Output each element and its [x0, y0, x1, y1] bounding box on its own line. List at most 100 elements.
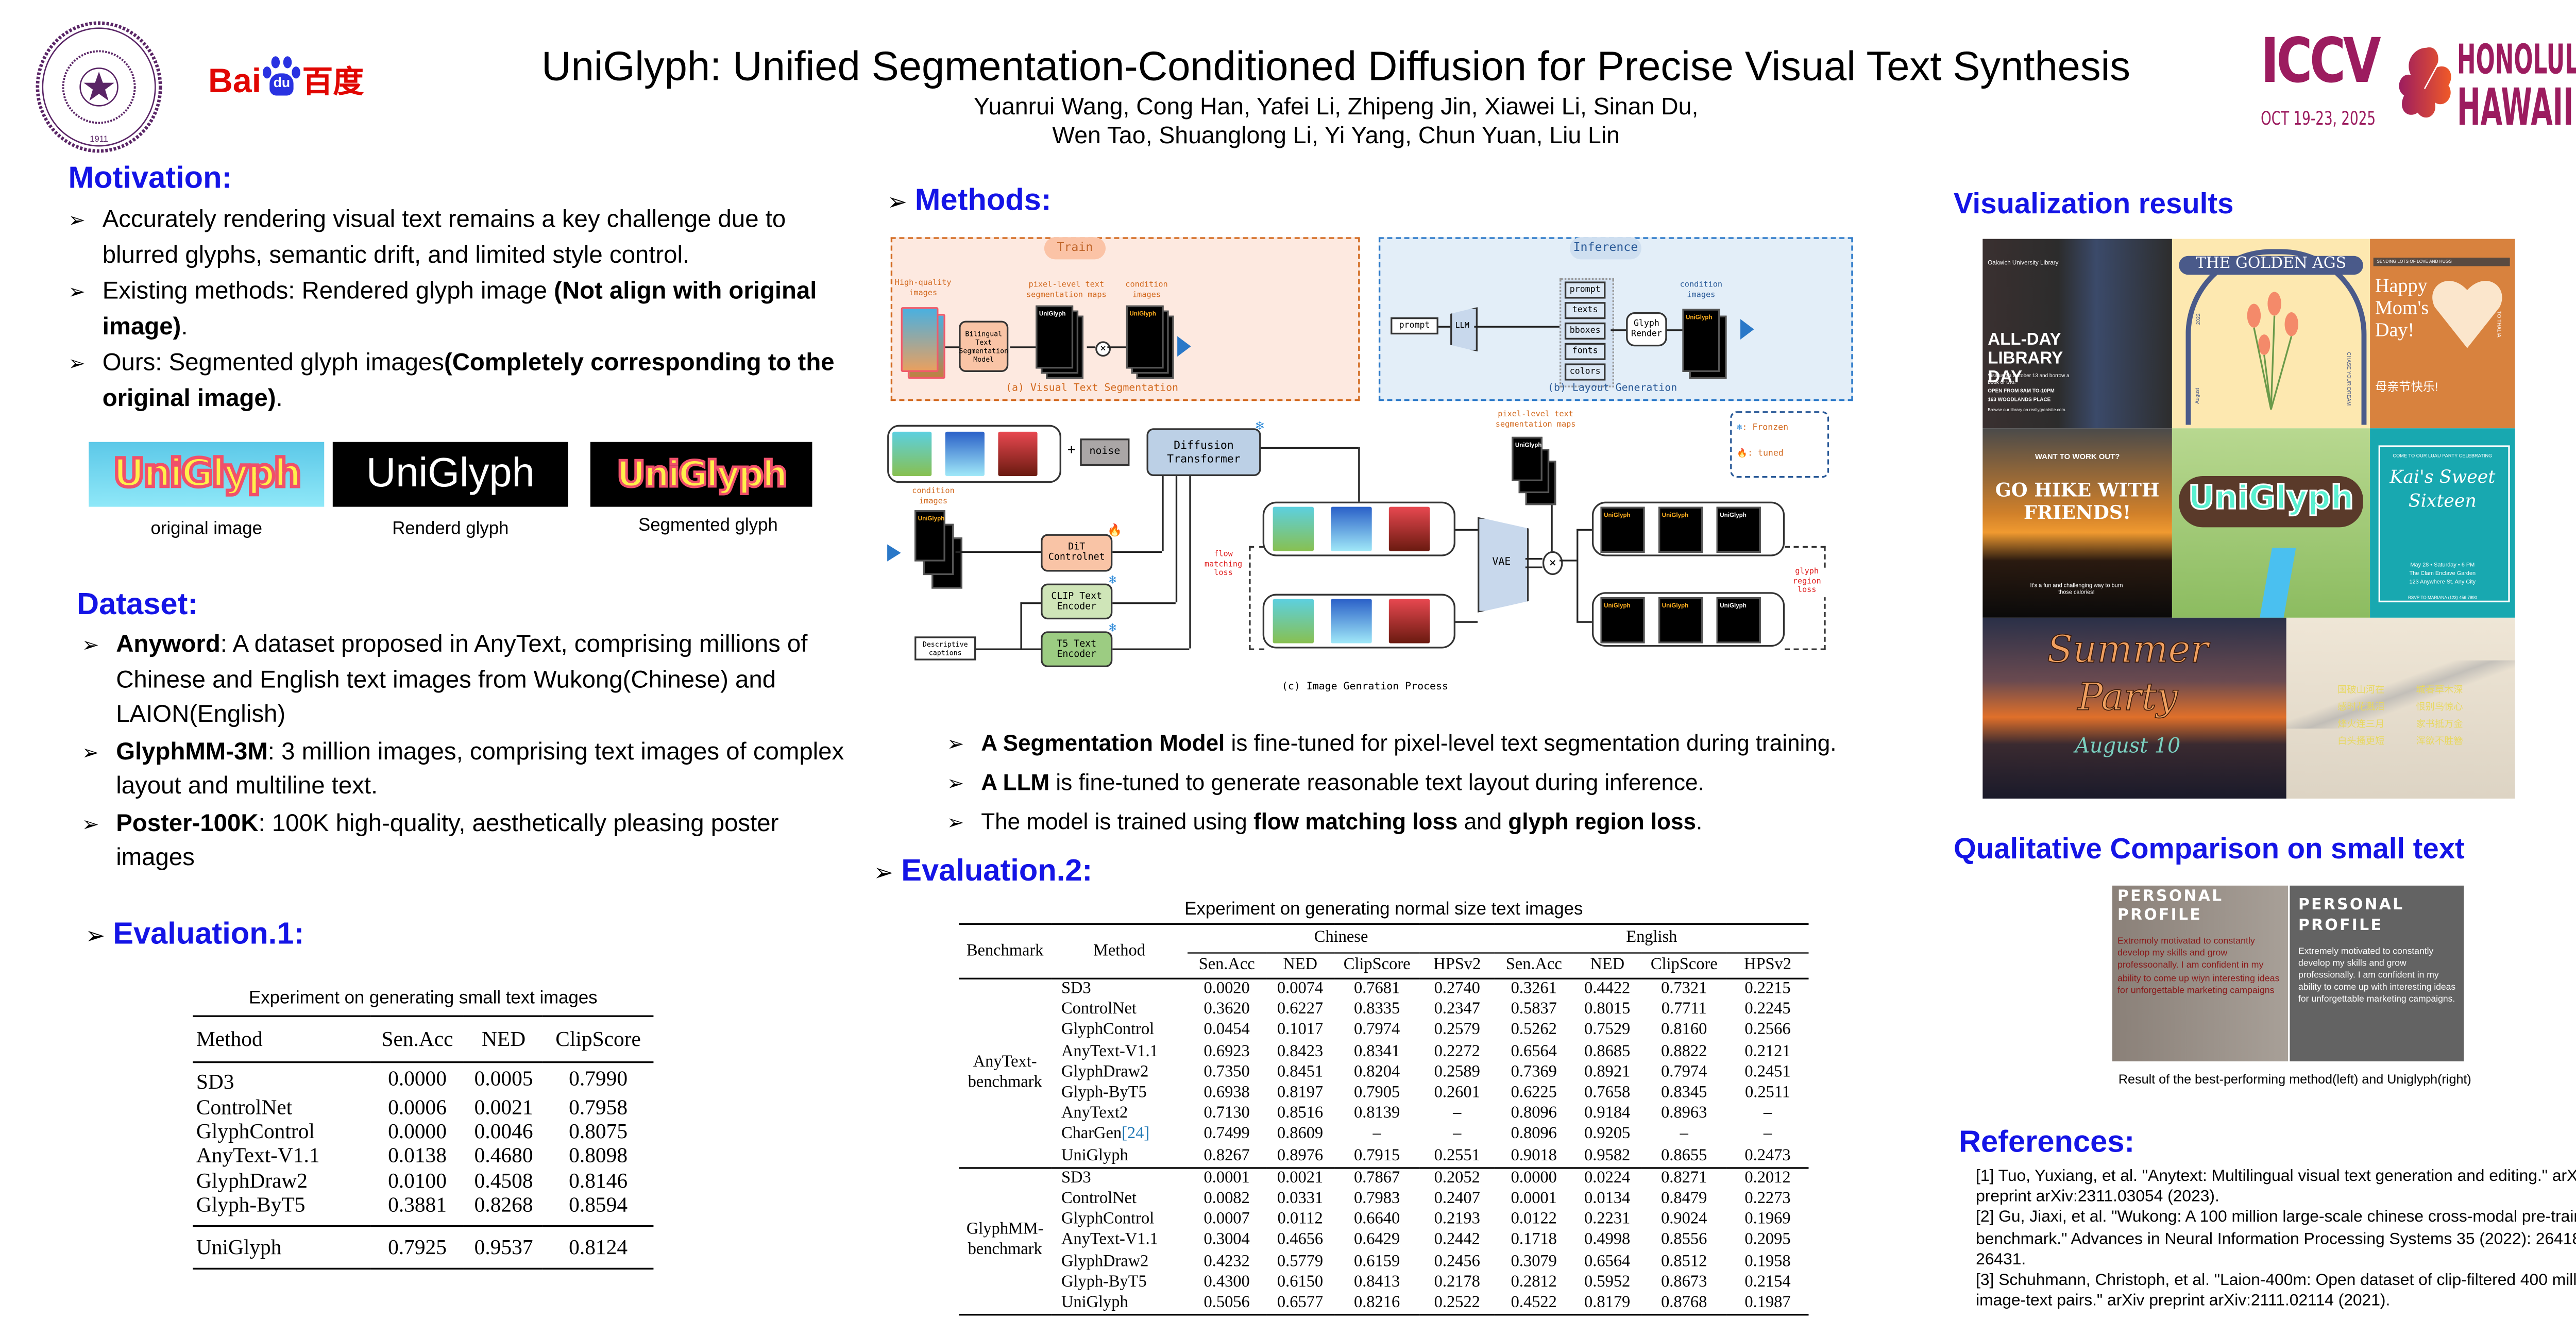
value-cell: – [1680, 1125, 1688, 1144]
value-cell: 0.0000 [388, 1119, 447, 1143]
value-cell: – [1372, 1125, 1381, 1144]
column-header-method: Method [1093, 941, 1145, 960]
value-cell: 0.0122 [1511, 1210, 1557, 1229]
value-cell: 0.0005 [474, 1067, 533, 1091]
bullet-text: GlyphMM-3M [116, 738, 268, 766]
value-cell: 0.0020 [1204, 979, 1250, 999]
benchmark-cell: AnyText-benchmark [968, 1052, 1042, 1092]
value-cell: 0.8685 [1584, 1042, 1631, 1061]
value-cell: 0.2473 [1744, 1146, 1791, 1165]
layout-item-box: colors [1564, 363, 1606, 381]
bullet-text: . [1696, 808, 1703, 835]
value-cell: 0.7867 [1353, 1168, 1400, 1188]
value-cell: 0.6429 [1353, 1230, 1400, 1250]
value-cell: 0.8556 [1661, 1230, 1707, 1250]
value-cell: 0.7499 [1204, 1125, 1250, 1144]
value-cell: 0.4422 [1584, 979, 1631, 999]
bullet-text: and [1458, 808, 1509, 835]
metric-header: NED [1283, 955, 1317, 975]
method-name: SD3 [1061, 979, 1091, 999]
evaluation2-heading: ➢ Evaluation.2: [873, 853, 1093, 888]
method-cell: AnyText-V1.1 [1051, 1042, 1188, 1062]
metric-header: Sen.Acc [1198, 955, 1255, 975]
method-name: GlyphControl [1061, 1021, 1155, 1040]
value-cell: 0.1958 [1744, 1252, 1791, 1271]
value-cell: 0.2407 [1434, 1189, 1480, 1208]
tile-sweet-sixteen: COME TO OUR LUAU PARTY CELEBRATING Kai's… [2370, 428, 2515, 618]
value-cell: 0.7681 [1353, 979, 1400, 999]
value-cell: 0.0224 [1584, 1168, 1631, 1188]
method-cell: SD3 [1051, 1168, 1188, 1189]
arrow-bullet-icon: ➢ [947, 771, 964, 796]
method-cell: AnyText-V1.1 [196, 1144, 320, 1168]
method-cell: SD3 [196, 1070, 234, 1094]
value-cell: 0.3881 [388, 1193, 447, 1217]
arrow-bullet-icon: ➢ [81, 811, 99, 836]
value-cell: 0.7369 [1511, 1062, 1557, 1082]
value-cell: 0.4998 [1584, 1230, 1631, 1250]
method-cell: Glyph-ByT5 [196, 1193, 306, 1217]
value-cell: 0.0454 [1204, 1021, 1250, 1040]
method-name: AnyText2 [1061, 1104, 1128, 1123]
noise-box: noise [1080, 438, 1130, 466]
value-cell: 0.8451 [1277, 1062, 1324, 1082]
tile-golden-age: THE GOLDEN AGS 2022 August CHASE YOUR DR… [2172, 239, 2370, 429]
value-cell: 0.3004 [1204, 1230, 1250, 1250]
value-cell: 0.0006 [388, 1094, 447, 1119]
layout-item-box: texts [1564, 302, 1606, 319]
value-cell: 0.8160 [1661, 1021, 1707, 1040]
value-cell: 0.8096 [1511, 1104, 1557, 1123]
value-cell: 0.2273 [1744, 1189, 1791, 1208]
authors: Yuanrui Wang, Cong Han, Yafei Li, Zhipen… [0, 92, 2576, 150]
method-cell: UniGlyph [1051, 1293, 1188, 1315]
legend-box: ❄: Fronzen 🔥: tuned [1730, 411, 1829, 478]
value-cell: 0.4656 [1277, 1230, 1324, 1250]
hibiscus-icon [2397, 41, 2455, 126]
value-cell: 0.4522 [1511, 1293, 1557, 1312]
value-cell: 0.0000 [1511, 1168, 1557, 1188]
tile-uniglyph: UniGlyph [2172, 428, 2370, 618]
references-list: [1] Tuo, Yuxiang, et al. "Anytext: Multi… [1976, 1167, 2576, 1313]
method-cell: UniGlyph [196, 1236, 282, 1260]
value-cell: 0.2012 [1744, 1168, 1791, 1188]
value-cell: 0.8098 [569, 1144, 628, 1168]
method-name: Glyph-ByT5 [1061, 1084, 1147, 1103]
comparison-baseline: PERSONAL PROFILE Extremoly motivatad to … [2112, 885, 2289, 1061]
bullet-item: ➢Accurately rendering visual text remain… [68, 203, 856, 273]
value-cell: 0.7905 [1353, 1084, 1400, 1103]
value-cell: 0.6225 [1511, 1084, 1557, 1103]
multiply-icon: × [1542, 551, 1563, 576]
comparison-uniglyph: PERSONAL PROFILE Extremely motivated to … [2290, 885, 2464, 1061]
arrow-bullet-icon: ➢ [68, 208, 86, 232]
value-cell: – [1453, 1104, 1462, 1123]
motivation-heading: Motivation: [68, 160, 232, 195]
baidu-paw-icon: du [261, 56, 302, 99]
value-cell: 0.6640 [1353, 1210, 1400, 1229]
value-cell: 0.0112 [1277, 1210, 1323, 1229]
value-cell: 0.4680 [474, 1144, 533, 1168]
value-cell: 0.8216 [1353, 1293, 1400, 1312]
method-cell: UniGlyph [1051, 1146, 1188, 1168]
method-cell: ControlNet [196, 1094, 293, 1119]
condition-image: UniGlyph [1126, 305, 1164, 369]
value-cell: 0.5837 [1511, 1000, 1557, 1020]
value-cell: 0.2589 [1434, 1062, 1480, 1082]
tile-chinese-poem: 国破山河在城春草木深感时花溅泪恨别鸟惊心烽火连三月家书抵万金白头搔更短浑欲不胜簪 [2286, 617, 2515, 799]
value-cell: 0.8423 [1277, 1042, 1324, 1061]
citation-link[interactable]: [24] [1122, 1125, 1150, 1144]
value-cell: 0.1987 [1744, 1293, 1791, 1312]
layout-item-box: bboxes [1564, 322, 1606, 340]
poem-line: 浑欲不胜簪 [2416, 737, 2463, 748]
value-cell: 0.1718 [1511, 1230, 1557, 1250]
value-cell: 0.2154 [1744, 1272, 1791, 1292]
bullet-text: . [181, 313, 188, 341]
poem-line: 家书抵万金 [2416, 720, 2463, 731]
bullet-text: Anyword [116, 631, 221, 659]
value-cell: 0.3261 [1511, 979, 1557, 999]
